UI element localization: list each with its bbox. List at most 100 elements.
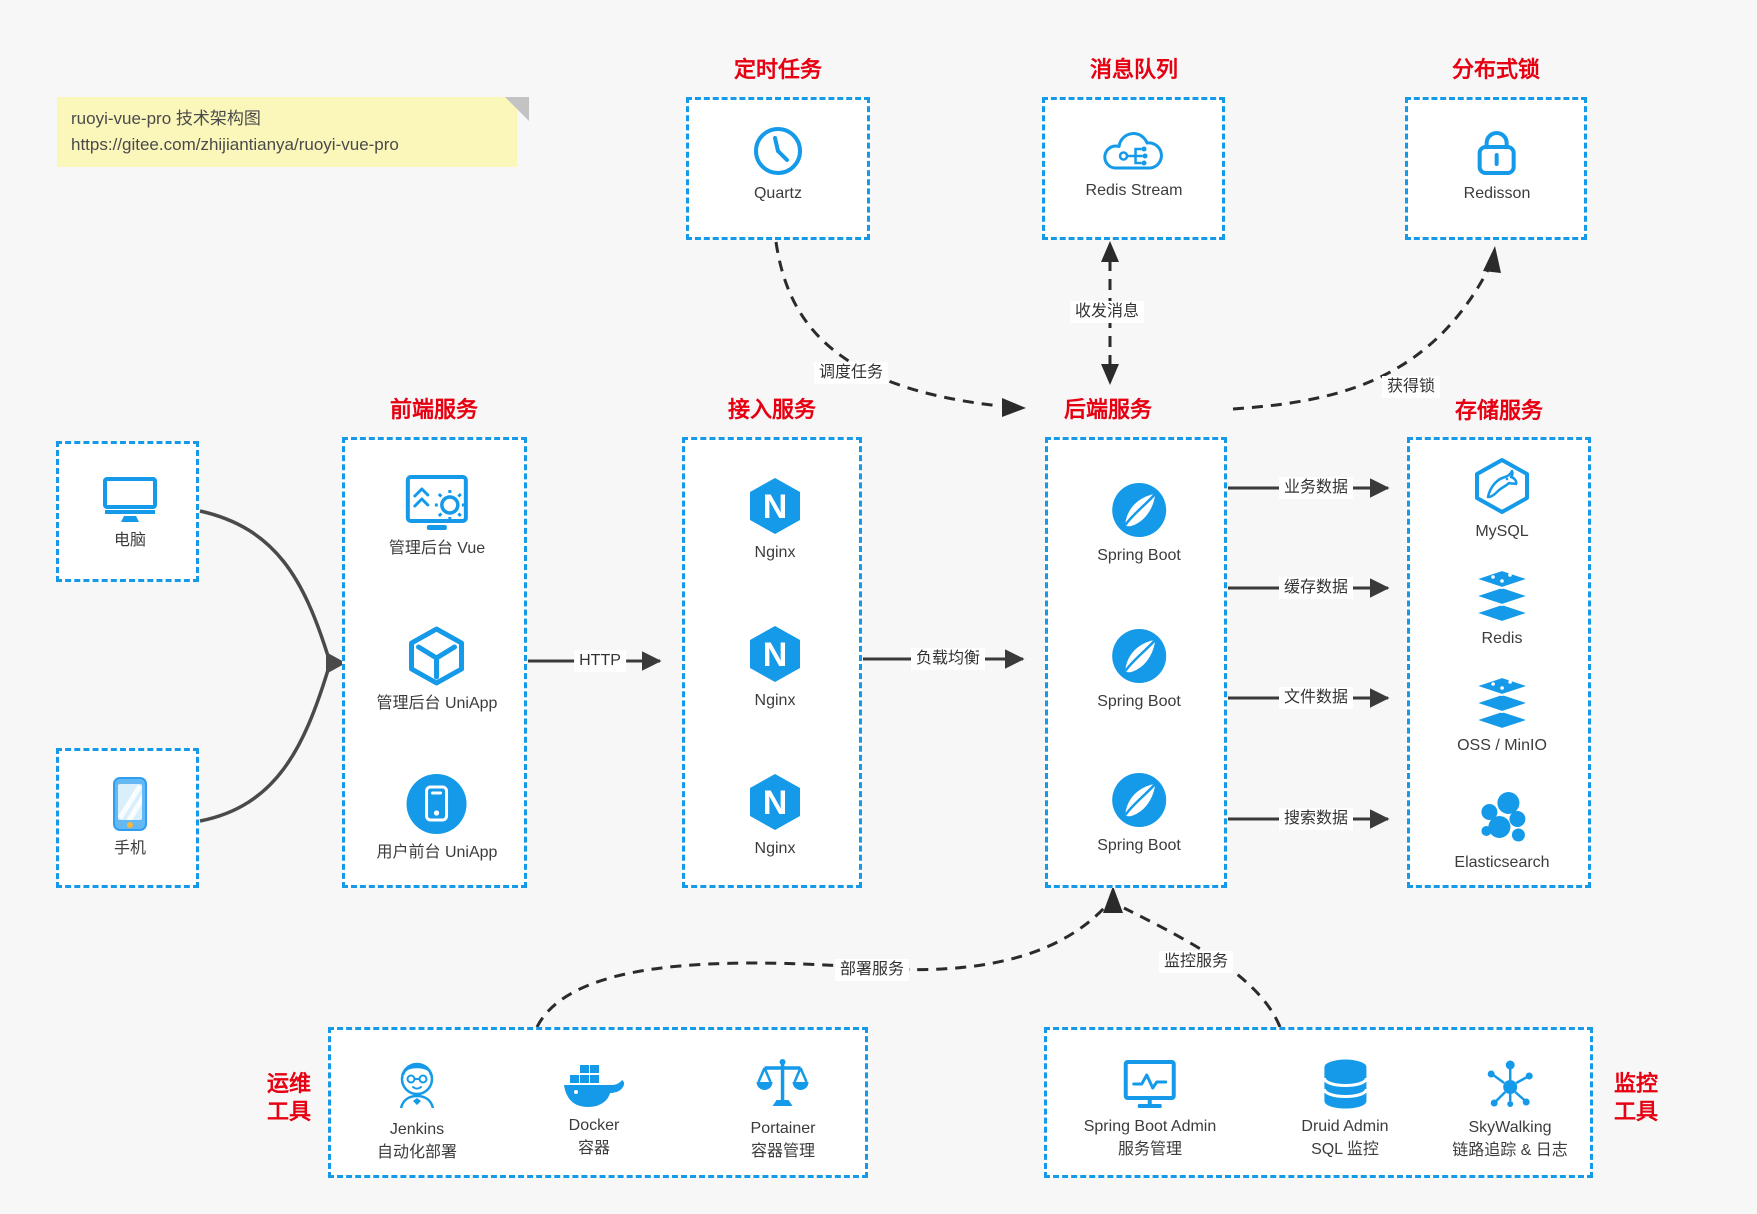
node-label: MySQL [1475, 523, 1529, 540]
edge-label-deploy-service: 部署服务 [834, 959, 910, 981]
node-sublabel: 链路追踪 & 日志 [1452, 1142, 1568, 1159]
gateway-box: N Nginx N Nginx N Nginx [682, 437, 862, 888]
note-url: https://gitee.com/zhijiantianya/ruoyi-vu… [71, 135, 399, 154]
database-icon [1320, 1058, 1370, 1110]
group-title-gateway: 接入服务 [727, 397, 817, 422]
desktop-icon [102, 474, 158, 524]
edge-label-schedule-task: 调度任务 [813, 362, 889, 384]
node-nginx-2: N Nginx [747, 624, 803, 712]
monitor-chart-icon [1122, 1058, 1178, 1110]
admin-screen-gear-icon [405, 474, 469, 532]
node-oss-minio: OSS / MinIO [1457, 676, 1547, 757]
monitor-box: Spring Boot Admin 服务管理 Druid Admin SQL 监… [1044, 1027, 1593, 1178]
node-mysql: MySQL [1471, 457, 1533, 543]
node-nginx-1: N Nginx [747, 476, 803, 564]
edge-label-business-data: 业务数据 [1278, 477, 1354, 499]
group-title-lock: 分布式锁 [1451, 57, 1541, 82]
clock-icon [752, 125, 804, 177]
node-label: Redisson [1463, 185, 1531, 202]
edge-label-monitor-service: 监控服务 [1158, 951, 1234, 973]
node-quartz: Quartz [752, 125, 804, 205]
node-label: Elasticsearch [1454, 854, 1550, 871]
arrowhead-schedule-task [1002, 398, 1026, 417]
node-sublabel: 自动化部署 [376, 1144, 458, 1161]
edge-label-search-data: 搜索数据 [1278, 808, 1354, 830]
docker-whale-icon [562, 1059, 626, 1109]
mobile-app-icon [405, 772, 469, 836]
node-redis-stream: Redis Stream [1085, 128, 1183, 202]
ops-box: Jenkins 自动化部署 Docker 容器 Portainer 容器管理 [328, 1027, 868, 1178]
note-title: ruoyi-vue-pro 技术架构图 [71, 109, 261, 128]
node-label: Jenkins [389, 1121, 445, 1138]
node-redis: Redis [1473, 569, 1531, 650]
edge-label-http: HTTP [574, 650, 626, 672]
node-label: Spring Boot [1097, 693, 1181, 710]
group-title-backend: 后端服务 [1063, 397, 1153, 422]
curve-schedule-task [774, 241, 1001, 408]
pc-box: 电脑 [56, 441, 199, 582]
node-label: SkyWalking [1468, 1119, 1552, 1136]
elasticsearch-icon [1474, 790, 1530, 846]
svg-text:N: N [763, 784, 788, 822]
node-springboot-2: Spring Boot [1097, 627, 1181, 713]
node-label: 手机 [113, 840, 146, 857]
storage-box: MySQL Redis OSS / MinIO Elasticsearch [1407, 437, 1591, 888]
node-label: 管理后台 UniApp [376, 695, 498, 712]
node-label: OSS / MinIO [1457, 737, 1547, 754]
spring-boot-icon [1110, 771, 1168, 829]
nginx-icon: N [747, 624, 803, 684]
mysql-icon [1471, 457, 1533, 515]
node-spring-boot-admin: Spring Boot Admin 服务管理 [1084, 1058, 1216, 1162]
topology-icon [1483, 1057, 1537, 1111]
arrowhead-msg-down [1101, 364, 1119, 385]
smartphone-icon [112, 776, 148, 832]
nginx-icon: N [747, 476, 803, 536]
node-springboot-1: Spring Boot [1097, 481, 1181, 567]
node-sublabel: 容器管理 [750, 1143, 816, 1160]
group-title-monitor: 监控 工具 [1613, 1071, 1659, 1124]
arrowhead-into-backend [1103, 886, 1123, 913]
node-jenkins: Jenkins 自动化部署 [377, 1055, 457, 1165]
svg-text:N: N [763, 488, 788, 526]
node-portainer: Portainer 容器管理 [750, 1056, 816, 1164]
uniapp-cube-icon [405, 625, 469, 687]
note-fold-corner [505, 97, 529, 121]
node-label: 用户前台 UniApp [376, 844, 498, 861]
group-title-mq: 消息队列 [1089, 57, 1179, 82]
curve-acquire-lock [1232, 267, 1491, 411]
svg-text:N: N [763, 636, 788, 674]
curve-phone-to-frontend [199, 669, 330, 823]
arrowhead-clients [326, 652, 346, 674]
edge-label-send-receive-msg: 收发消息 [1069, 301, 1145, 323]
node-label: 电脑 [113, 532, 146, 549]
node-label: Druid Admin [1301, 1118, 1389, 1135]
frontend-box: 管理后台 Vue 管理后台 UniApp 用户前台 UniApp [342, 437, 527, 888]
jenkins-icon [391, 1055, 443, 1113]
node-nginx-3: N Nginx [747, 772, 803, 860]
lock-icon [1472, 125, 1522, 177]
node-label: Redis Stream [1085, 182, 1183, 199]
node-redisson: Redisson [1463, 125, 1531, 205]
edge-label-acquire-lock: 获得锁 [1381, 376, 1441, 398]
scheduler-box: Quartz [686, 97, 870, 240]
spring-boot-icon [1110, 627, 1168, 685]
group-title-scheduler: 定时任务 [733, 57, 823, 82]
node-skywalking: SkyWalking 链路追踪 & 日志 [1452, 1057, 1568, 1163]
node-elasticsearch: Elasticsearch [1454, 790, 1550, 874]
arrowhead-acquire-lock [1483, 246, 1501, 273]
node-druid-admin: Druid Admin SQL 监控 [1301, 1058, 1389, 1162]
node-admin-vue: 管理后台 Vue [389, 474, 485, 560]
node-label: 管理后台 Vue [388, 540, 486, 557]
node-label: Spring Boot [1097, 837, 1181, 854]
node-label: Nginx [754, 692, 796, 709]
lock-box: Redisson [1405, 97, 1587, 240]
oss-minio-icon [1473, 676, 1531, 730]
mq-box: Redis Stream [1042, 97, 1225, 240]
sticky-note: ruoyi-vue-pro 技术架构图 https://gitee.com/zh… [57, 97, 529, 167]
node-phone: 手机 [112, 776, 148, 860]
node-sublabel: 服务管理 [1117, 1141, 1182, 1158]
phone-box: 手机 [56, 748, 199, 888]
node-docker: Docker 容器 [562, 1059, 626, 1161]
group-title-ops: 运维 工具 [266, 1071, 312, 1124]
